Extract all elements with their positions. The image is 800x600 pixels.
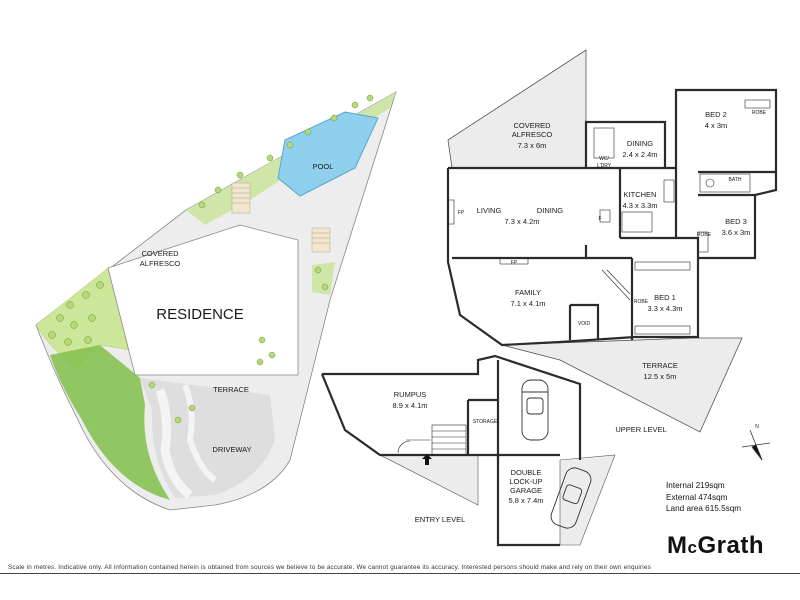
upper-alfresco-dim: 7.3 x 6m	[518, 141, 547, 150]
terrace-area	[501, 337, 743, 433]
bath-label: BATH	[729, 177, 742, 183]
garage-driveway-area	[559, 454, 616, 546]
family-label: FAMILY	[515, 288, 541, 297]
site-alfresco-label: ALFRESCO	[140, 259, 181, 268]
garage-label-1: DOUBLE	[511, 468, 542, 477]
pool-shape	[277, 111, 379, 197]
garage-label-2: LOCK-UP	[509, 477, 542, 486]
laundry-label: L'DRY	[597, 163, 612, 169]
upper-level-plan: COVERED ALFRESCO 7.3 x 6m DINING 2.4 x 2…	[446, 49, 778, 434]
terrace-label: TERRACE	[642, 361, 678, 370]
bed2-label: BED 2	[705, 110, 727, 119]
site-covered-label: COVERED	[141, 249, 179, 258]
garage-dim: 5.8 x 7.4m	[508, 496, 543, 505]
area-summary: Internal 219sqm External 474sqm Land are…	[666, 480, 741, 515]
compass-north-label: N	[755, 424, 759, 430]
bed2-dim: 4 x 3m	[705, 121, 728, 130]
logo-rest: Grath	[697, 532, 764, 559]
upper-alfresco-label: ALFRESCO	[512, 130, 553, 139]
entry-fixtures	[397, 424, 467, 456]
living-dining-label: DINING	[537, 206, 563, 215]
entry-walls	[320, 354, 582, 547]
car-icon-2	[550, 467, 592, 529]
entry-level-title: ENTRY LEVEL	[415, 515, 466, 524]
living-label: LIVING	[477, 206, 502, 215]
lawn-lower	[50, 345, 170, 500]
residence-footprint	[107, 224, 299, 376]
compass-icon	[741, 429, 771, 461]
dining-label: DINING	[627, 139, 653, 148]
fireplace-label-2: FP	[511, 260, 518, 266]
site-plan: RESIDENCE POOL COVERED ALFRESCO TERRACE …	[35, 91, 397, 511]
footer-rule	[0, 573, 800, 574]
upper-covered-label: COVERED	[513, 121, 551, 130]
rumpus-dim: 8.9 x 4.1m	[392, 401, 427, 410]
external-area: External 474sqm	[666, 492, 728, 502]
living-dim: 7.3 x 4.2m	[504, 217, 539, 226]
land-area: Land area 615.5sqm	[666, 504, 742, 513]
kitchen-label: KITCHEN	[624, 190, 657, 199]
brand-logo: McGrath	[667, 532, 764, 560]
fireplace-label: FP	[458, 210, 465, 216]
logo-c: c	[687, 538, 698, 557]
upper-level-title: UPPER LEVEL	[615, 425, 666, 434]
robe-label-bed3: ROBE	[697, 232, 712, 238]
entry-arrow-icon	[422, 454, 432, 465]
disclaimer-text: Scale in metres. Indicative only. All in…	[8, 564, 651, 571]
path-curve	[155, 388, 193, 499]
dining-dim: 2.4 x 2.4m	[622, 150, 657, 159]
fridge-label: F	[598, 216, 601, 222]
site-driveway-label: DRIVEWAY	[212, 445, 251, 454]
entry-level-plan: RUMPUS 8.9 x 4.1m STORAGE DOUBLE LOCK-UP…	[320, 354, 616, 547]
garage-label-3: GARAGE	[510, 486, 542, 495]
family-dim: 7.1 x 4.1m	[510, 299, 545, 308]
path-curve-2	[182, 383, 217, 483]
internal-area: Internal 219sqm	[666, 481, 725, 490]
bed1-dim: 3.3 x 4.3m	[647, 304, 682, 313]
void-label: VOID	[578, 321, 591, 327]
shrubs	[48, 94, 374, 424]
covered-alfresco-area	[447, 49, 587, 169]
bed3-dim: 3.6 x 3m	[722, 228, 751, 237]
site-terrace-label: TERRACE	[213, 385, 249, 394]
bed3-label: BED 3	[725, 217, 747, 226]
steps	[231, 182, 331, 253]
storage-label: STORAGE	[473, 419, 498, 425]
robe-label-bed1: ROBE	[634, 299, 649, 305]
kitchen-dim: 4.3 x 3.3m	[622, 201, 657, 210]
upper-walls	[446, 88, 778, 347]
upper-fixtures	[447, 99, 771, 335]
logo-m: M	[667, 532, 688, 559]
residence-label: RESIDENCE	[156, 306, 244, 323]
car-icon	[521, 379, 549, 441]
wc-label: WC/	[599, 156, 609, 162]
robe-label-bed2: ROBE	[752, 110, 767, 116]
terrace-dim: 12.5 x 5m	[644, 372, 677, 381]
bed1-label: BED 1	[654, 293, 676, 302]
pool-label: POOL	[313, 162, 334, 171]
rumpus-label: RUMPUS	[394, 390, 427, 399]
